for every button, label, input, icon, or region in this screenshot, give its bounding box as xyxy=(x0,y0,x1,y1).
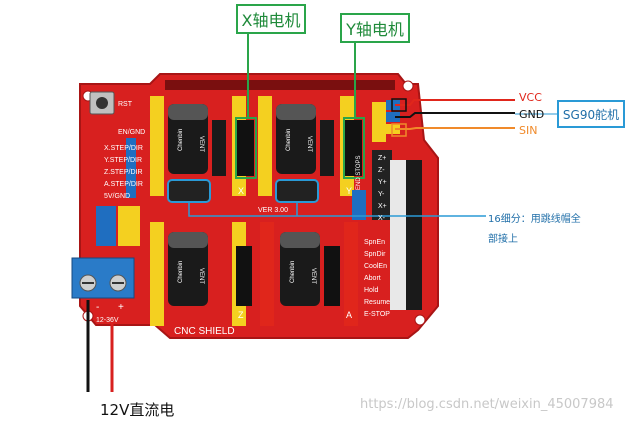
silk-endstop-4: X+ xyxy=(378,203,387,210)
silk-right-pin-5: Resume xyxy=(364,299,390,306)
left-yellow-jumpers xyxy=(118,206,140,246)
cap-brand-z: Chenbin xyxy=(178,261,184,283)
silk-version: VER 3.00 xyxy=(258,207,288,214)
silk-axis-y: Y xyxy=(346,186,352,196)
capacitor-y xyxy=(276,104,316,174)
silk-plus: + xyxy=(118,302,124,313)
silk-endstop-5: X- xyxy=(378,215,386,222)
silk-right-pin-4: Hold xyxy=(364,287,379,294)
x-motor-callout: X轴电机 xyxy=(236,4,306,34)
silk-left-pin-5: 5V/GND xyxy=(104,193,130,200)
cap-vent-z: VENT xyxy=(198,268,204,284)
microstep-note-line1: 16细分：用跳线帽全 xyxy=(488,214,581,225)
sg90-callout: SG90舵机 xyxy=(557,100,625,128)
servo-wire-vcc xyxy=(395,99,515,106)
cap-vent-x: VENT xyxy=(198,136,204,152)
silk-left-pin-2: Y.STEP/DIR xyxy=(104,157,142,164)
silk-endstop-2: Y+ xyxy=(378,179,387,186)
cap-brand-x: Chenbin xyxy=(178,129,184,151)
motor-header-x xyxy=(212,120,226,176)
servo-wire-gnd xyxy=(395,112,515,118)
vcc-label: VCC xyxy=(519,91,542,104)
capacitor-z xyxy=(168,232,208,306)
x-motor-label: X轴电机 xyxy=(241,11,301,30)
sg90-label: SG90舵机 xyxy=(562,107,620,122)
gnd-label: GND xyxy=(519,108,545,121)
microstep-note-line2: 部接上 xyxy=(488,234,518,245)
silk-axis-x: X xyxy=(238,186,244,196)
cap-brand-y: Chenbin xyxy=(286,129,292,151)
stepper-driver-a xyxy=(260,222,358,326)
endstop-header xyxy=(352,150,392,220)
top-pin-header xyxy=(165,80,395,90)
microstep-jumpers-y xyxy=(275,179,319,203)
y-motor-label: Y轴电机 xyxy=(346,20,404,39)
cap-brand-a: Chenbin xyxy=(290,261,296,283)
silk-endstop-0: Z+ xyxy=(378,155,386,162)
silk-axis-a: A xyxy=(346,310,352,320)
motor-header-y xyxy=(320,120,334,176)
silk-endstop-1: Z- xyxy=(378,167,385,174)
sin-label: SIN xyxy=(519,124,538,137)
silk-right-pin-1: SpnDir xyxy=(364,251,386,258)
power-terminal-block xyxy=(71,257,135,299)
silk-axis-z: Z xyxy=(238,310,244,320)
servo-wire-sin xyxy=(395,127,515,130)
silk-left-pin-1: X.STEP/DIR xyxy=(104,145,143,152)
power-label: 12V直流电 xyxy=(100,401,175,419)
microstep-callout-line xyxy=(188,202,486,217)
cap-vent-y: VENT xyxy=(306,136,312,152)
silk-left-pin-3: Z.STEP/DIR xyxy=(104,169,143,176)
silk-endstop-title: END STOPS xyxy=(356,155,362,190)
silk-voltage: 12-36V xyxy=(96,317,119,324)
silk-left-pin-4: A.STEP/DIR xyxy=(104,181,143,188)
capacitor-x xyxy=(168,104,208,174)
microstep-jumpers-x xyxy=(167,179,211,203)
watermark: https://blog.csdn.net/weixin_45007984 xyxy=(360,397,614,412)
silk-right-pin-2: CoolEn xyxy=(364,263,387,270)
silk-right-pin-3: Abort xyxy=(364,275,381,282)
cap-vent-a: VENT xyxy=(310,268,316,284)
silk-rst: RST xyxy=(118,101,133,108)
servo-header xyxy=(372,100,400,142)
reset-button xyxy=(89,91,115,115)
capacitor-a xyxy=(280,232,320,306)
silk-shield-name: CNC SHIELD xyxy=(174,326,235,337)
silk-minus: - xyxy=(96,302,99,313)
silk-left-pin-0: EN/GND xyxy=(118,129,145,136)
y-motor-callout: Y轴电机 xyxy=(340,13,410,43)
left-blue-jumpers xyxy=(96,138,136,246)
silk-endstop-3: Y- xyxy=(378,191,385,198)
control-header xyxy=(390,160,422,310)
silk-right-pin-0: SpnEn xyxy=(364,239,385,246)
silk-right-pin-6: E-STOP xyxy=(364,311,390,318)
